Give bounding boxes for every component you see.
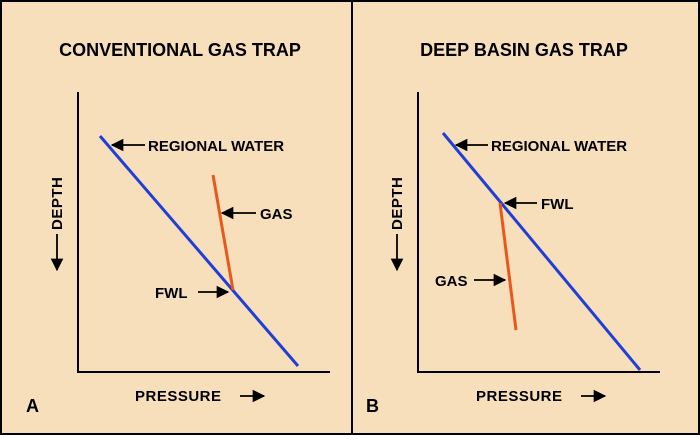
- panel-b-pressure-label: PRESSURE: [476, 388, 563, 405]
- panel-a-regional-water-line: [98, 135, 300, 367]
- panel-a-gas-label: GAS: [260, 206, 293, 223]
- panel-a-depth-group: DEPTH: [49, 177, 66, 272]
- panel-b-depth-label: DEPTH: [389, 177, 406, 230]
- panel-a-regional-water-label: REGIONAL WATER: [148, 138, 284, 155]
- panel-b-fwl-label: FWL: [541, 196, 573, 213]
- panel-a-depth-label: DEPTH: [49, 177, 66, 230]
- panel-b-regional-water-label: REGIONAL WATER: [491, 138, 627, 155]
- panel-a-letter: A: [26, 396, 39, 416]
- panel-b-letter: B: [366, 396, 379, 416]
- panel-b-regional-water-line: [441, 132, 642, 371]
- panel-a-fwl-label: FWL: [155, 285, 187, 302]
- panel-a-title: CONVENTIONAL GAS TRAP: [59, 40, 301, 60]
- panel-b-depth-group: DEPTH: [389, 177, 406, 272]
- panel-b-title: DEEP BASIN GAS TRAP: [420, 40, 628, 60]
- panel-a-pressure-label: PRESSURE: [135, 388, 222, 405]
- panel-a: CONVENTIONAL GAS TRAP REGIONAL WATER GAS…: [26, 40, 330, 416]
- panel-a-gas-line: [211, 174, 235, 291]
- panel-b-gas-label: GAS: [435, 273, 468, 290]
- panel-b-gas-line: [498, 202, 518, 331]
- panel-b: DEEP BASIN GAS TRAP REGIONAL WATER FWL G…: [366, 40, 660, 416]
